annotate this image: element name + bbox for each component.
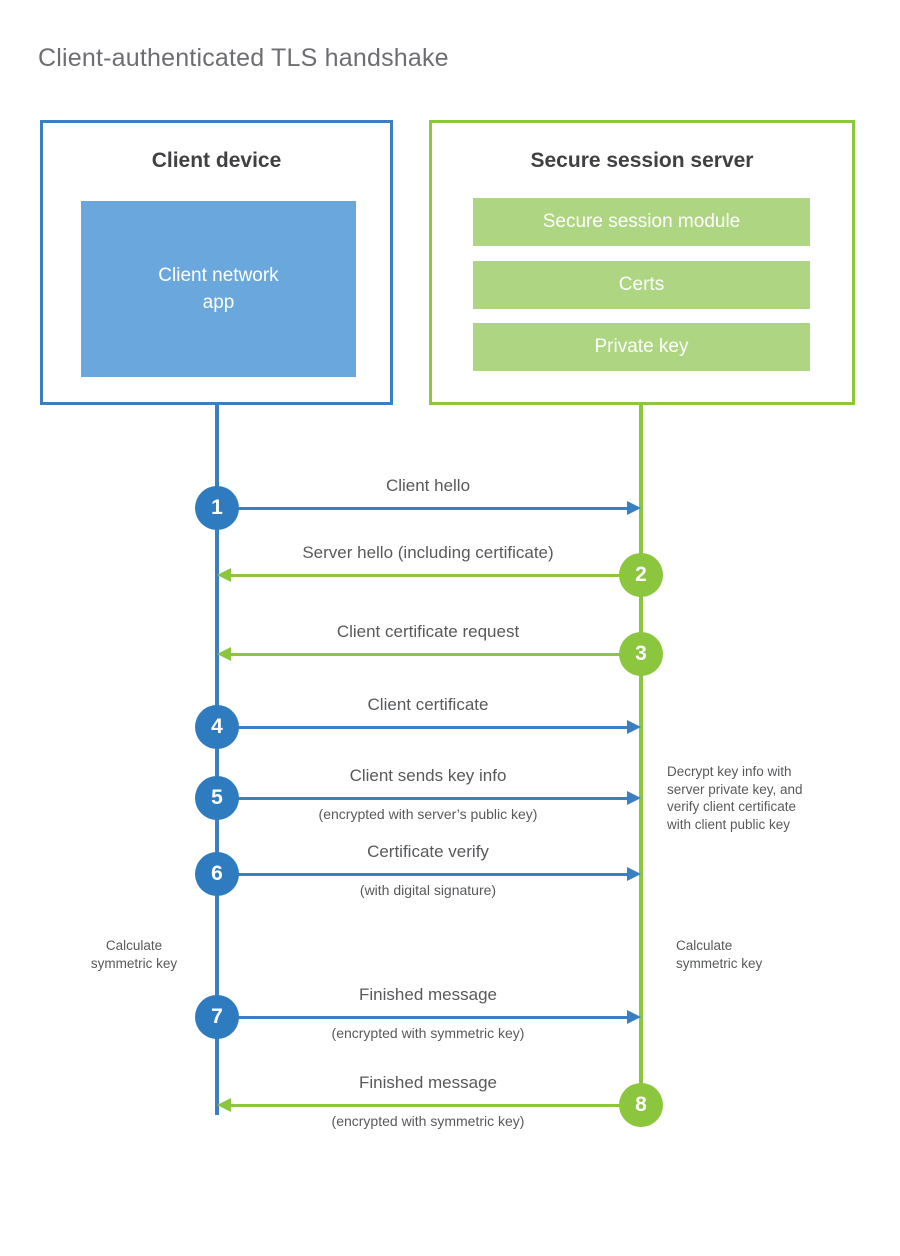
- arrow-line: [221, 653, 641, 656]
- page-title: Client-authenticated TLS handshake: [38, 43, 449, 72]
- arrow-head-icon: [627, 501, 641, 515]
- client-lifeline: [215, 403, 219, 1115]
- note-line: Decrypt key info with: [667, 764, 792, 779]
- message-label: Client sends key info: [349, 766, 507, 785]
- server-module-label: Certs: [618, 274, 665, 295]
- arrow-line: [221, 1104, 641, 1107]
- message-label: Certificate verify: [367, 842, 489, 861]
- message-sublabel: (with digital signature): [359, 882, 497, 898]
- step-number-badge: 5: [195, 776, 239, 820]
- server-module-secure-session-module: Secure session module: [473, 198, 810, 246]
- arrow-head-icon: [627, 791, 641, 805]
- note-calculate-symmetric-key-client: Calculate symmetric key: [60, 937, 208, 972]
- secure-session-server-title: Secure session server: [530, 149, 754, 172]
- arrow-line: [217, 507, 637, 510]
- note-line: symmetric key: [676, 955, 763, 971]
- arrow-line: [217, 797, 637, 800]
- server-module-certs: Certs: [473, 261, 810, 309]
- note-calculate-symmetric-key-server: Calculate symmetric key: [676, 937, 836, 972]
- message-label: Client certificate request: [336, 622, 520, 641]
- note-decrypt-key-info: Decrypt key info with server private key…: [667, 763, 857, 833]
- message-sublabel: (encrypted with symmetric key): [331, 1025, 525, 1041]
- arrow-head-icon: [627, 720, 641, 734]
- server-module-label: Private key: [594, 336, 689, 357]
- client-network-app-block: Client network app: [81, 201, 356, 377]
- message-sublabel: (encrypted with symmetric key): [331, 1113, 525, 1129]
- server-module-label: Secure session module: [542, 211, 741, 232]
- arrow-head-icon: [217, 568, 231, 582]
- client-device-title: Client device: [151, 149, 282, 172]
- note-line: verify client certificate: [667, 799, 797, 814]
- step-number-badge: 1: [195, 486, 239, 530]
- secure-session-server-box: Secure session server Secure session mod…: [429, 120, 855, 405]
- message-sublabel: (encrypted with server’s public key): [318, 806, 538, 822]
- client-app-label-line1: Client network: [158, 265, 279, 286]
- note-line: Calculate: [105, 938, 163, 953]
- message-label: Client certificate: [367, 695, 489, 714]
- note-line: with client public key: [667, 816, 791, 832]
- arrow-line: [217, 726, 637, 729]
- arrow-head-icon: [217, 647, 231, 661]
- arrow-head-icon: [217, 1098, 231, 1112]
- arrow-head-icon: [627, 867, 641, 881]
- client-app-label-line2: app: [202, 292, 235, 313]
- message-label: Finished message: [359, 1073, 497, 1092]
- step-number-badge: 4: [195, 705, 239, 749]
- arrow-head-icon: [627, 1010, 641, 1024]
- client-device-box: Client device Client network app: [40, 120, 393, 405]
- step-number-badge: 8: [619, 1083, 663, 1127]
- step-number-badge: 3: [619, 632, 663, 676]
- arrow-line: [217, 873, 637, 876]
- arrow-line: [221, 574, 641, 577]
- server-module-private-key: Private key: [473, 323, 810, 371]
- message-label: Server hello (including certificate): [302, 543, 554, 562]
- message-label: Client hello: [385, 476, 471, 495]
- arrow-line: [217, 1016, 637, 1019]
- server-lifeline: [639, 403, 643, 1106]
- step-number-badge: 6: [195, 852, 239, 896]
- message-label: Finished message: [359, 985, 497, 1004]
- step-number-badge: 7: [195, 995, 239, 1039]
- note-line: symmetric key: [90, 955, 178, 971]
- note-line: Calculate: [676, 938, 733, 953]
- step-number-badge: 2: [619, 553, 663, 597]
- note-line: server private key, and: [667, 781, 803, 797]
